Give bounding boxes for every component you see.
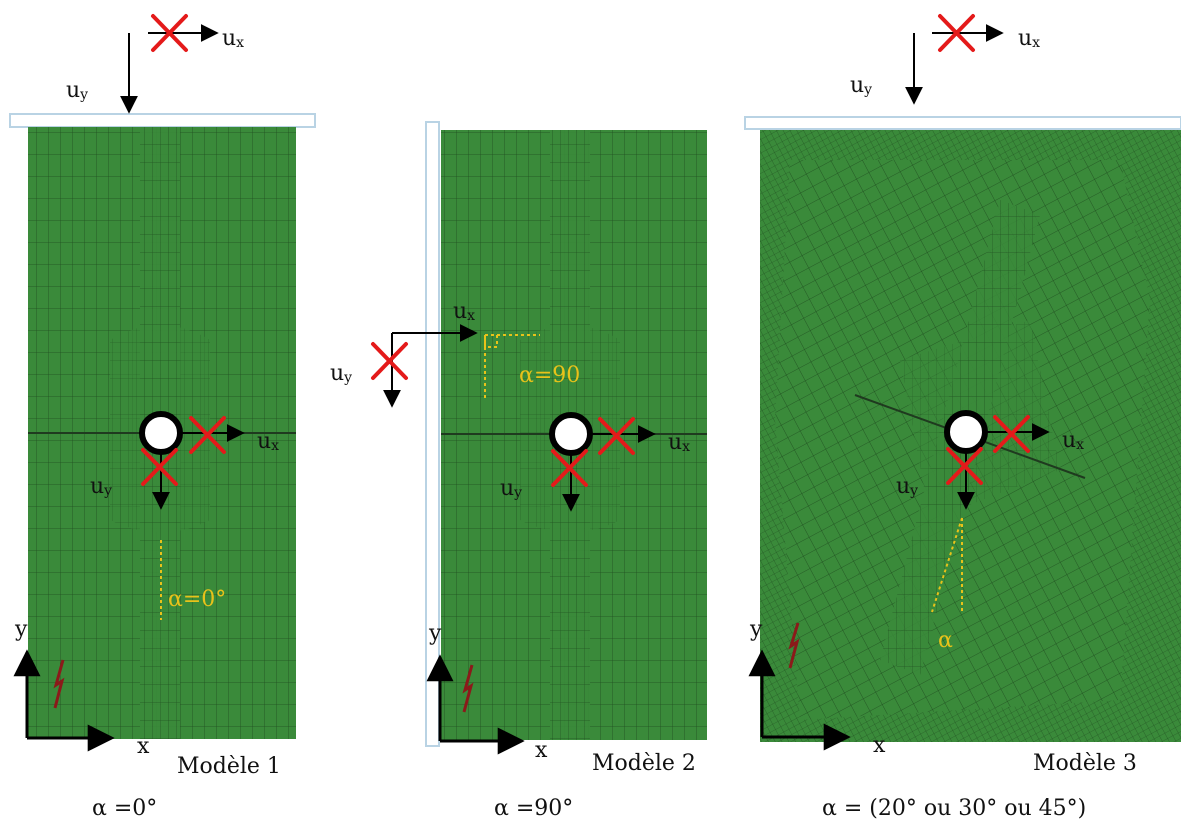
constraint-cross-top	[151, 14, 188, 52]
x-axis-label: x	[535, 738, 548, 763]
uy-label-left: uy	[330, 361, 352, 386]
y-axis-label: y	[749, 617, 763, 642]
model-name: Modèle 2	[592, 751, 696, 776]
ux-label-top: ux	[1018, 26, 1040, 51]
ux-label-left: ux	[453, 299, 475, 324]
alpha-label: α	[938, 628, 953, 653]
model-name: Modèle 1	[177, 754, 281, 779]
uy-label-hole: uy	[896, 474, 918, 499]
model-2: α=90 ux uy ux uy x y Modèle 2 α =90°	[330, 121, 707, 821]
alpha-label: α=0°	[168, 587, 226, 612]
alpha-corner	[484, 334, 540, 398]
y-axis-label: y	[428, 621, 442, 646]
constraint-cross-uy	[946, 447, 983, 485]
y-axis-label: y	[14, 617, 28, 642]
ux-label-hole: ux	[257, 429, 279, 454]
model-1: α=0° uy ux ux uy x y Modèle 1 α =0°	[9, 14, 316, 821]
top-plate	[9, 113, 316, 128]
hole	[139, 411, 183, 455]
crack-symbol	[53, 659, 65, 709]
uy-label-top: uy	[850, 73, 872, 98]
ux-label-hole: ux	[1062, 428, 1084, 453]
uy-label-top: uy	[66, 78, 88, 103]
model-name: Modèle 3	[1033, 751, 1137, 776]
hole	[549, 412, 593, 456]
ux-label-hole: ux	[668, 430, 690, 455]
crack-symbol	[788, 622, 800, 669]
crack-symbol	[462, 664, 474, 713]
alpha-wedge	[931, 517, 963, 613]
model-caption: α =90°	[494, 796, 573, 821]
side-plate	[425, 121, 440, 747]
x-axis-label: x	[137, 734, 150, 759]
uy-label-hole: uy	[500, 476, 522, 501]
constraint-cross-ux	[993, 415, 1030, 453]
constraint-cross-left	[371, 342, 408, 380]
hole	[944, 410, 988, 454]
model-caption: α =0°	[92, 796, 157, 821]
constraint-cross-ux	[598, 417, 635, 455]
constraint-cross-uy	[551, 449, 588, 487]
alpha-label: α=90	[519, 363, 580, 388]
model-caption: α = (20° ou 30° ou 45°)	[822, 796, 1086, 821]
model-3: α uy ux ux uy x y Modèle 3 α = (20° ou 3…	[744, 14, 1181, 821]
top-plate	[744, 116, 1181, 130]
constraint-cross-ux	[189, 416, 226, 454]
constraint-cross-top	[938, 14, 975, 52]
x-axis-label: x	[873, 733, 886, 758]
constraint-cross-uy	[141, 448, 178, 486]
ux-label-top: ux	[222, 26, 244, 51]
uy-label-hole: uy	[90, 474, 112, 499]
